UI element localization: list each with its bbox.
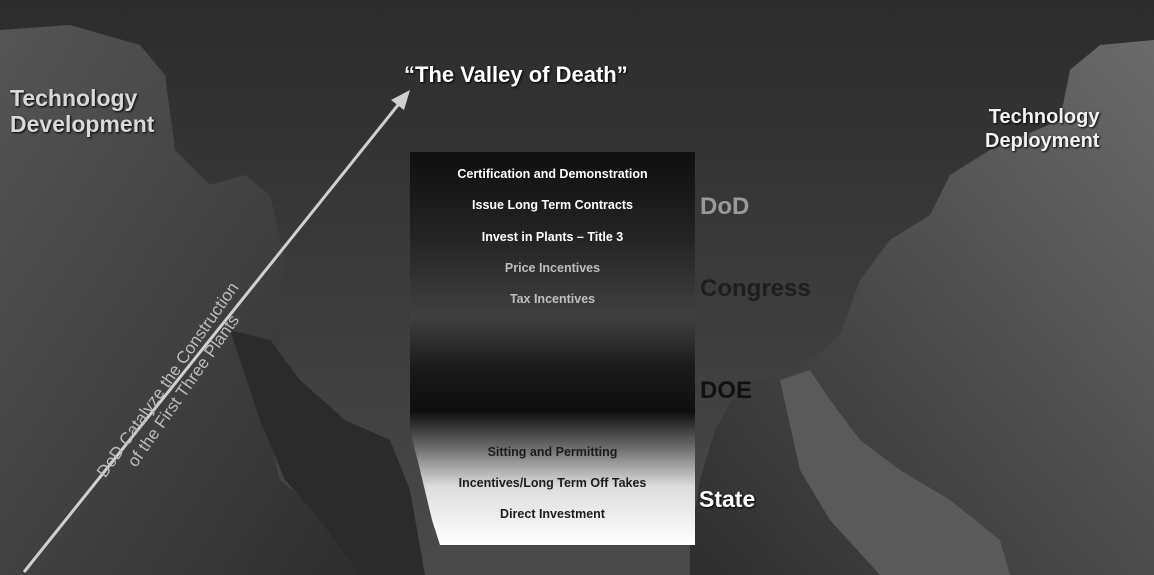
technology-deployment-line1: Technology	[988, 106, 1100, 128]
technology-development-line2: Development	[10, 111, 155, 137]
state-item-direct-investment: Direct Investment	[500, 507, 605, 521]
left-cliff-shadow	[230, 330, 425, 575]
state-item-sitting: Sitting and Permitting	[487, 445, 618, 459]
congress-item-price: Price Incentives	[504, 261, 601, 275]
agency-dod: DoD	[700, 193, 750, 220]
catalyst-arrow-shaft	[22, 99, 404, 573]
left-cliff	[0, 25, 360, 575]
agency-doe: DOE	[700, 377, 753, 404]
valley-column	[410, 152, 695, 545]
technology-deployment-line2: Deployment	[985, 130, 1100, 152]
state-item-incentives: Incentives/Long Term Off Takes	[458, 476, 647, 490]
technology-development-label: Technology Development	[10, 85, 154, 137]
dod-item-certification: Certification and Demonstration	[457, 167, 648, 181]
technology-development-line1: Technology	[10, 85, 138, 111]
page-title: “The Valley of Death”	[404, 62, 628, 87]
agency-congress: Congress	[700, 275, 811, 302]
technology-deployment-label: Technology Deployment	[985, 105, 1099, 153]
right-cliff-highlight	[780, 370, 1010, 575]
agency-state: State	[699, 486, 756, 512]
dod-item-invest-plants: Invest in Plants – Title 3	[481, 230, 624, 244]
congress-item-tax: Tax Incentives	[509, 292, 596, 306]
catalyst-arrow-head	[391, 90, 410, 110]
dod-item-contracts: Issue Long Term Contracts	[472, 198, 633, 212]
